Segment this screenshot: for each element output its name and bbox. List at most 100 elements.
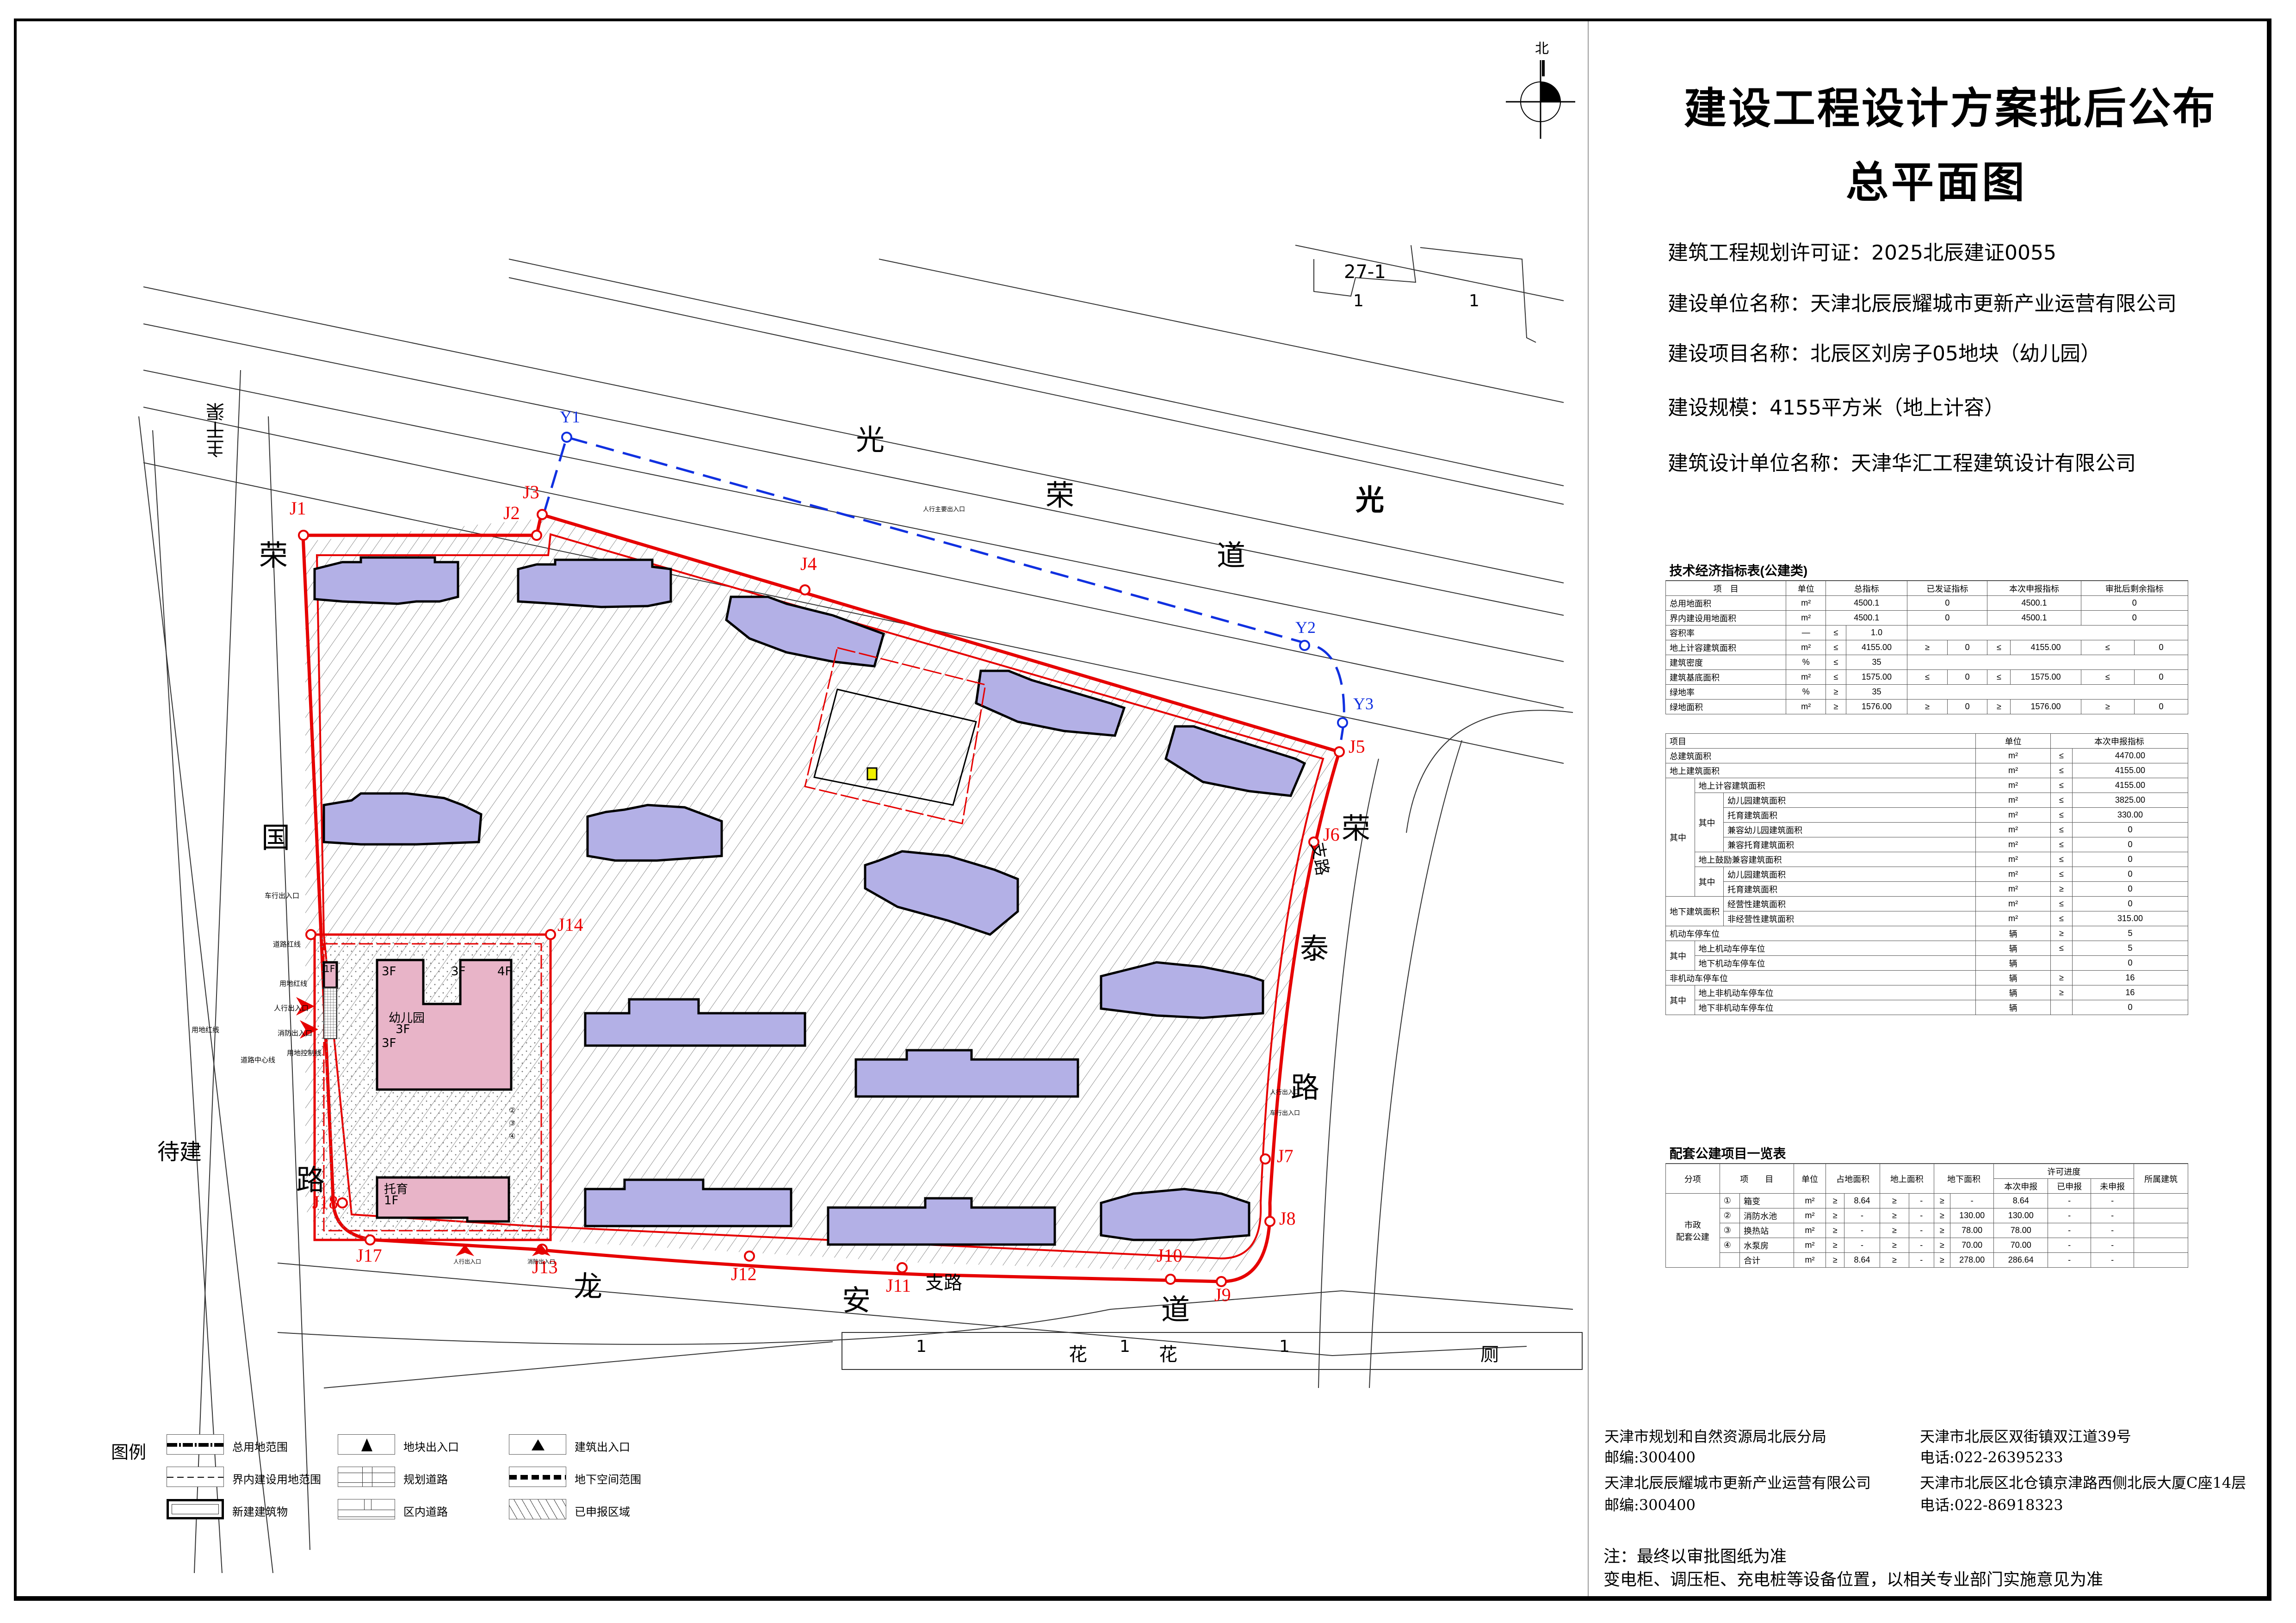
contact-postcode: 邮编:300400 <box>1604 1496 1696 1514</box>
road-char: 安 <box>842 1283 871 1317</box>
road-char: 荣 <box>259 539 288 572</box>
road-lines-south <box>277 1263 1583 1388</box>
building-5 <box>1164 725 1306 797</box>
point-label: J8 <box>1279 1208 1296 1229</box>
south-label: 1 <box>1120 1337 1130 1356</box>
info-project: 建设项目名称：北辰区刘房子05地块（幼儿园） <box>1668 342 2101 365</box>
hatch-icon <box>509 1499 566 1519</box>
legend-title: 图例 <box>111 1442 147 1462</box>
table-row: 建筑密度%≤35 <box>1665 655 2188 670</box>
contact-address: 天津市北辰区双街镇双江道39号 <box>1920 1428 2131 1445</box>
point-label: J11 <box>886 1275 911 1296</box>
annotation: 消防出入口 <box>278 1029 313 1037</box>
point-label: J1 <box>290 498 306 519</box>
annotation: 道路中心线 <box>241 1056 276 1064</box>
boundary-markers <box>298 509 1345 1287</box>
south-label: 厕 <box>1480 1344 1499 1365</box>
floor-label: 3F <box>382 965 396 979</box>
table-row: 非机动车停车位辆≥16 <box>1665 970 2189 985</box>
table-row: 容积率—≤1.0 <box>1665 625 2188 640</box>
facility-no: ② <box>509 1106 516 1115</box>
block-label: 27-1 <box>1344 261 1386 283</box>
floor-label: 4F <box>497 965 512 979</box>
road-char: 路 <box>1291 1071 1320 1104</box>
table-row: 其中地上非机动车停车位辆≥16 <box>1665 985 2189 1015</box>
facility-no: ④ <box>509 1132 516 1140</box>
annotation: 道路红线 <box>273 940 301 948</box>
building-14 <box>1100 1188 1250 1241</box>
road-char: 道 <box>1161 1293 1190 1326</box>
floor-label: 1F <box>384 1194 399 1208</box>
floor-label: 1F <box>324 963 335 974</box>
point-label: J2 <box>503 502 520 523</box>
road-char: 国 <box>261 821 291 855</box>
double-border-rect-icon <box>167 1499 224 1519</box>
point-label: Y1 <box>560 408 580 426</box>
road-branch-label: 支路 <box>925 1272 962 1294</box>
table-row: 绿地率%≥35 <box>1665 684 2188 700</box>
nursery-name: 托育 <box>384 1183 408 1196</box>
floor-label: 3F <box>382 1036 396 1050</box>
road-cross-icon <box>338 1467 395 1487</box>
point-label: J4 <box>800 553 817 574</box>
info-permit: 建筑工程规划许可证：2025北辰建证0055 <box>1668 241 2056 265</box>
point-label: J17 <box>356 1245 382 1266</box>
annotation: 用地红线 <box>192 1026 220 1034</box>
dash-dot-thick-line-icon <box>167 1434 224 1455</box>
building-1 <box>313 556 459 605</box>
building-6 <box>322 792 483 846</box>
drawing-frame <box>14 19 2271 1601</box>
facility-table-caption: 配套公建项目一览表 <box>1665 1143 2188 1164</box>
point-label: J14 <box>557 914 583 935</box>
site-plan <box>138 60 1583 1573</box>
existing-block-north <box>1313 245 1536 343</box>
building-2 <box>517 558 672 608</box>
building-4 <box>975 669 1126 737</box>
table-row: 其中地上机动车停车位辆≤5 <box>1665 941 2189 971</box>
road-char: 龙 <box>574 1270 603 1303</box>
nursery-building <box>376 1176 510 1223</box>
north-arrow-icon <box>1506 60 1575 139</box>
road-lines-north <box>143 245 1564 764</box>
existing-buildings <box>313 556 1306 1246</box>
road-char: 光 <box>1355 483 1385 517</box>
annotation: 车行出入口 <box>1270 1110 1300 1117</box>
arrowhead-icon <box>338 1434 395 1455</box>
point-label: Y2 <box>1295 618 1316 637</box>
road-tee-icon <box>338 1499 395 1519</box>
building-7 <box>586 804 723 862</box>
paved-area <box>323 987 337 1039</box>
annotation: 车行出入口 <box>265 892 300 900</box>
north-label: 北 <box>1535 41 1549 57</box>
point-label: J9 <box>1214 1284 1231 1305</box>
block-num: 1 <box>1353 291 1364 310</box>
table-header-row: 本次申报已申报未申报 <box>1666 1178 2188 1194</box>
facility-no: ③ <box>509 1119 516 1127</box>
inner-boundary <box>316 533 1324 1260</box>
entry-arrows <box>296 997 551 1256</box>
point-label: Y3 <box>1353 694 1374 713</box>
thick-dashed-line-icon <box>509 1467 566 1487</box>
underground-markers <box>561 432 1348 728</box>
road-lines-west <box>138 370 310 1573</box>
building-9 <box>1100 961 1264 1019</box>
building-10 <box>584 998 806 1047</box>
building-12 <box>584 1178 792 1227</box>
